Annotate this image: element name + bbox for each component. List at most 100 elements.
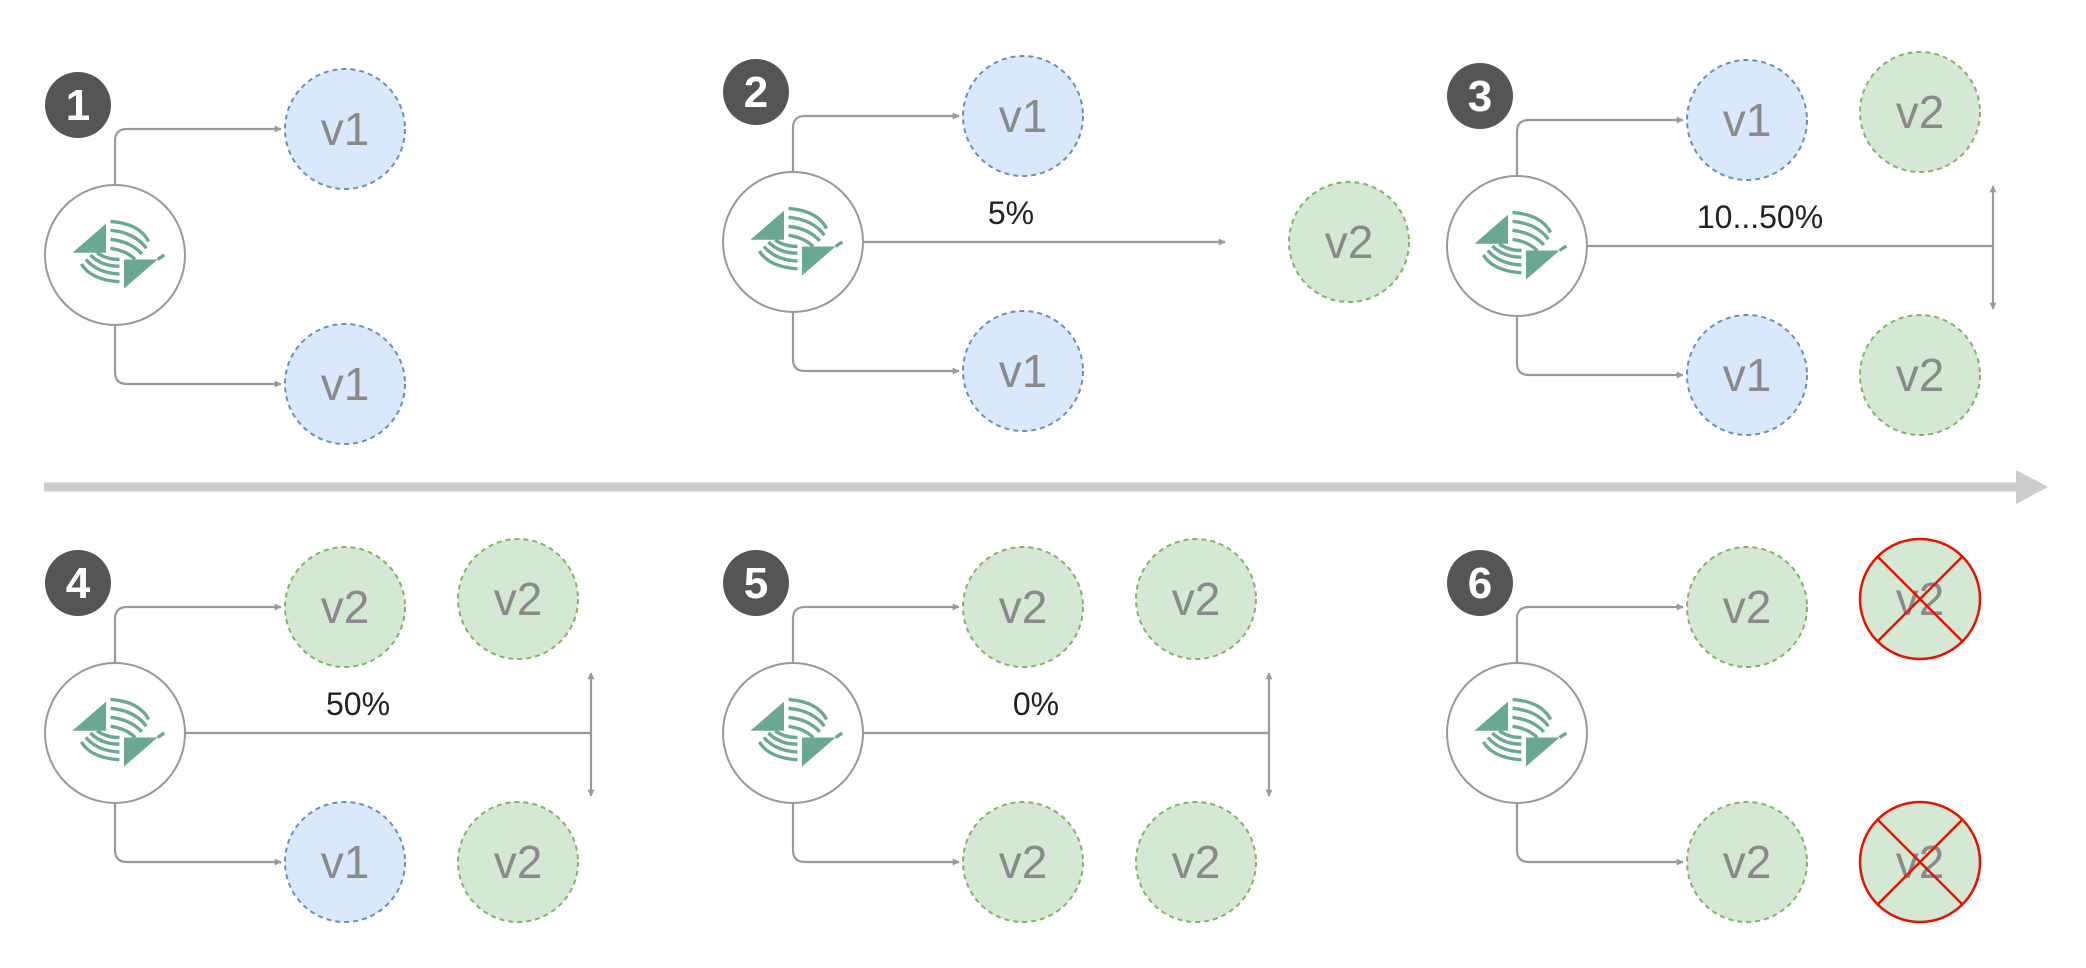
service-right-bottom: v2 [1859, 314, 1981, 436]
service-right-bottom-label: v2 [1896, 349, 1945, 401]
stage-number-badge: 5 [723, 550, 789, 616]
edge-to-top-node [1515, 116, 1684, 176]
service-bottom-label: v2 [999, 836, 1048, 888]
edge-to-bottom-node [791, 312, 960, 375]
edge-to-top-node [113, 603, 282, 663]
service-right-bottom: v2 [457, 801, 579, 923]
service-bottom-label: v1 [321, 836, 370, 888]
service-top-circle [1686, 546, 1808, 668]
service-right-bottom-circle [457, 801, 579, 923]
service-top-circle [284, 546, 406, 668]
service-bottom-circle [1686, 801, 1808, 923]
stage-number-badge: 2 [723, 59, 789, 125]
traffic-label: 5% [988, 195, 1034, 231]
edge-to-bottom-node [113, 325, 282, 388]
service-top: v1 [284, 68, 406, 190]
service-bottom-circle [1686, 314, 1808, 436]
service-right-bottom-label: v2 [494, 836, 543, 888]
service-top-label: v2 [1723, 581, 1772, 633]
stage-6: 6v2v2v2v2 [1446, 537, 1982, 924]
service-right-bottom-label: v2 [1172, 836, 1221, 888]
service-bottom-circle [284, 323, 406, 445]
timeline-arrow [44, 470, 2048, 504]
stage-4: 4 v2 v1 v2 v2 50% [44, 538, 595, 923]
stage-number: 6 [1468, 559, 1492, 608]
traffic-label: 10...50% [1697, 199, 1823, 235]
service-top-circle [962, 55, 1084, 177]
removed-right-bottom-red-cross-icon [1858, 800, 1982, 924]
service-top-circle [284, 68, 406, 190]
edge-to-bottom-node [791, 803, 960, 866]
router [1446, 175, 1588, 317]
edge-to-top-node [113, 125, 282, 185]
service-right-top: v2 [1859, 51, 1981, 173]
service-right-top-label: v2 [1896, 86, 1945, 138]
stage-number: 4 [66, 559, 91, 608]
service-bottom-label: v2 [1723, 836, 1772, 888]
service-bottom: v1 [284, 323, 406, 445]
service-bottom-circle [962, 801, 1084, 923]
stage-number-badge: 6 [1447, 550, 1513, 616]
service-bottom-label: v1 [999, 345, 1048, 397]
service-top: v1 [962, 55, 1084, 177]
edge-to-top-node [791, 603, 960, 663]
stage-number-badge: 3 [1447, 63, 1513, 129]
service-bottom: v2 [1686, 801, 1808, 923]
stage-number: 1 [66, 81, 90, 130]
service-middle-label: v2 [1325, 216, 1374, 268]
stage-number-badge: 4 [45, 550, 111, 616]
service-bottom-circle [962, 310, 1084, 432]
service-right-bottom-circle [1135, 801, 1257, 923]
service-top-label: v1 [321, 103, 370, 155]
service-top-circle [1686, 59, 1808, 181]
service-right-top: v2 [457, 538, 579, 660]
stages: 1 v1 v1 2 v1 v1 v2 5% 3 v1 v1 v2 v2 10...50% 4 v2 v1 v2 v2… [44, 51, 1997, 924]
service-right-bottom: v2 [1135, 801, 1257, 923]
service-top-label: v1 [999, 90, 1048, 142]
service-bottom: v2 [962, 801, 1084, 923]
edge-to-bottom-node [1515, 803, 1684, 866]
service-bottom: v1 [962, 310, 1084, 432]
service-middle-circle [1288, 181, 1410, 303]
service-right-top: v2 [1135, 538, 1257, 660]
service-right-top-label: v2 [494, 573, 543, 625]
service-top: v2 [962, 546, 1084, 668]
traffic-label: 0% [1013, 686, 1059, 722]
service-bottom-label: v1 [1723, 349, 1772, 401]
stage-2: 2 v1 v1 v2 5% [722, 55, 1410, 432]
service-top: v2 [1686, 546, 1808, 668]
traffic-label: 50% [326, 686, 390, 722]
service-right-top-label: v2 [1172, 573, 1221, 625]
stage-number: 3 [1468, 72, 1492, 121]
stage-number: 5 [744, 559, 768, 608]
edge-to-top-node [1515, 603, 1684, 663]
stage-3: 3 v1 v1 v2 v2 10...50% [1446, 51, 1997, 436]
service-top-label: v1 [1723, 94, 1772, 146]
service-right-top-circle [457, 538, 579, 660]
removed-right-top-red-cross-icon [1858, 537, 1982, 661]
edge-to-bottom-node [1515, 316, 1684, 379]
router [1446, 662, 1588, 804]
service-bottom: v1 [1686, 314, 1808, 436]
service-top-label: v2 [999, 581, 1048, 633]
router [722, 171, 864, 313]
service-top: v2 [284, 546, 406, 668]
stage-1: 1 v1 v1 [44, 68, 406, 445]
service-top-label: v2 [321, 581, 370, 633]
stage-number: 2 [744, 68, 768, 117]
service-top-circle [962, 546, 1084, 668]
service-middle: v2 [1288, 181, 1410, 303]
service-bottom: v1 [284, 801, 406, 923]
service-right-top-circle [1859, 51, 1981, 173]
service-top: v1 [1686, 59, 1808, 181]
service-right-bottom-circle [1859, 314, 1981, 436]
stage-number-badge: 1 [45, 72, 111, 138]
router [722, 662, 864, 804]
service-bottom-circle [284, 801, 406, 923]
edge-to-top-node [791, 112, 960, 172]
router [44, 662, 186, 804]
service-bottom-label: v1 [321, 358, 370, 410]
service-right-top-circle [1135, 538, 1257, 660]
edge-to-bottom-node [113, 803, 282, 866]
